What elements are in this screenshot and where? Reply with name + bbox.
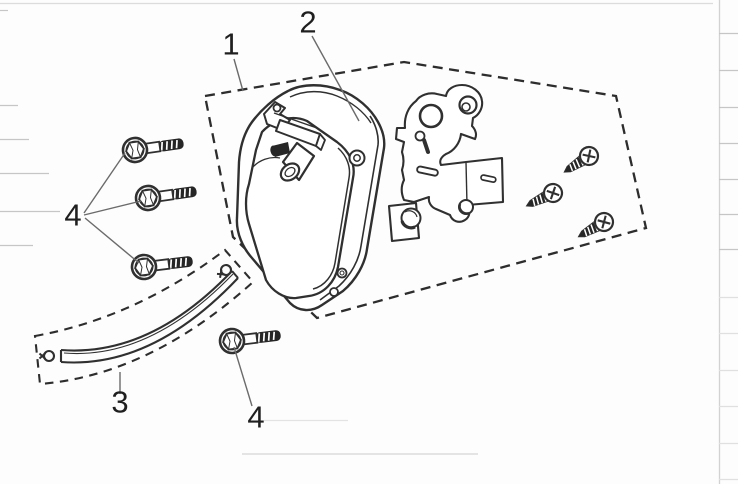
- leader-line-1: [233, 58, 244, 92]
- gasket-plate-drawing: [387, 83, 505, 243]
- flange-bolt-drawing: [120, 129, 187, 165]
- tapping-screw-drawing: [572, 208, 618, 246]
- callout-part-3: 3: [111, 384, 129, 420]
- flange-bolt-drawing: [129, 247, 196, 282]
- callout-part-1: 1: [222, 26, 240, 62]
- leader-line-4c: [84, 217, 140, 264]
- callout-part-4-left: 4: [64, 197, 82, 233]
- leader-line-4d: [233, 346, 253, 407]
- breather-hose-drawing: [38, 261, 239, 364]
- main-assembly-dashed-boundary: [203, 60, 648, 320]
- hose-dashed-boundary: [33, 248, 255, 386]
- leader-line-4b: [83, 200, 142, 216]
- callout-part-2: 2: [299, 4, 317, 40]
- leader-line-2: [311, 35, 360, 122]
- flange-bolt-drawing: [133, 177, 200, 213]
- cylinder-head-cover-drawing: [235, 84, 386, 312]
- tapping-screws-group: [521, 142, 618, 246]
- callout-part-4-bottom: 4: [247, 399, 265, 435]
- tapping-screw-drawing: [521, 179, 567, 216]
- leader-line-4a: [83, 152, 126, 214]
- hose-clamp-icon: [38, 349, 56, 363]
- leader-lines: [83, 35, 360, 407]
- flange-bolt-drawing: [217, 321, 284, 356]
- tapping-screw-drawing: [558, 142, 603, 181]
